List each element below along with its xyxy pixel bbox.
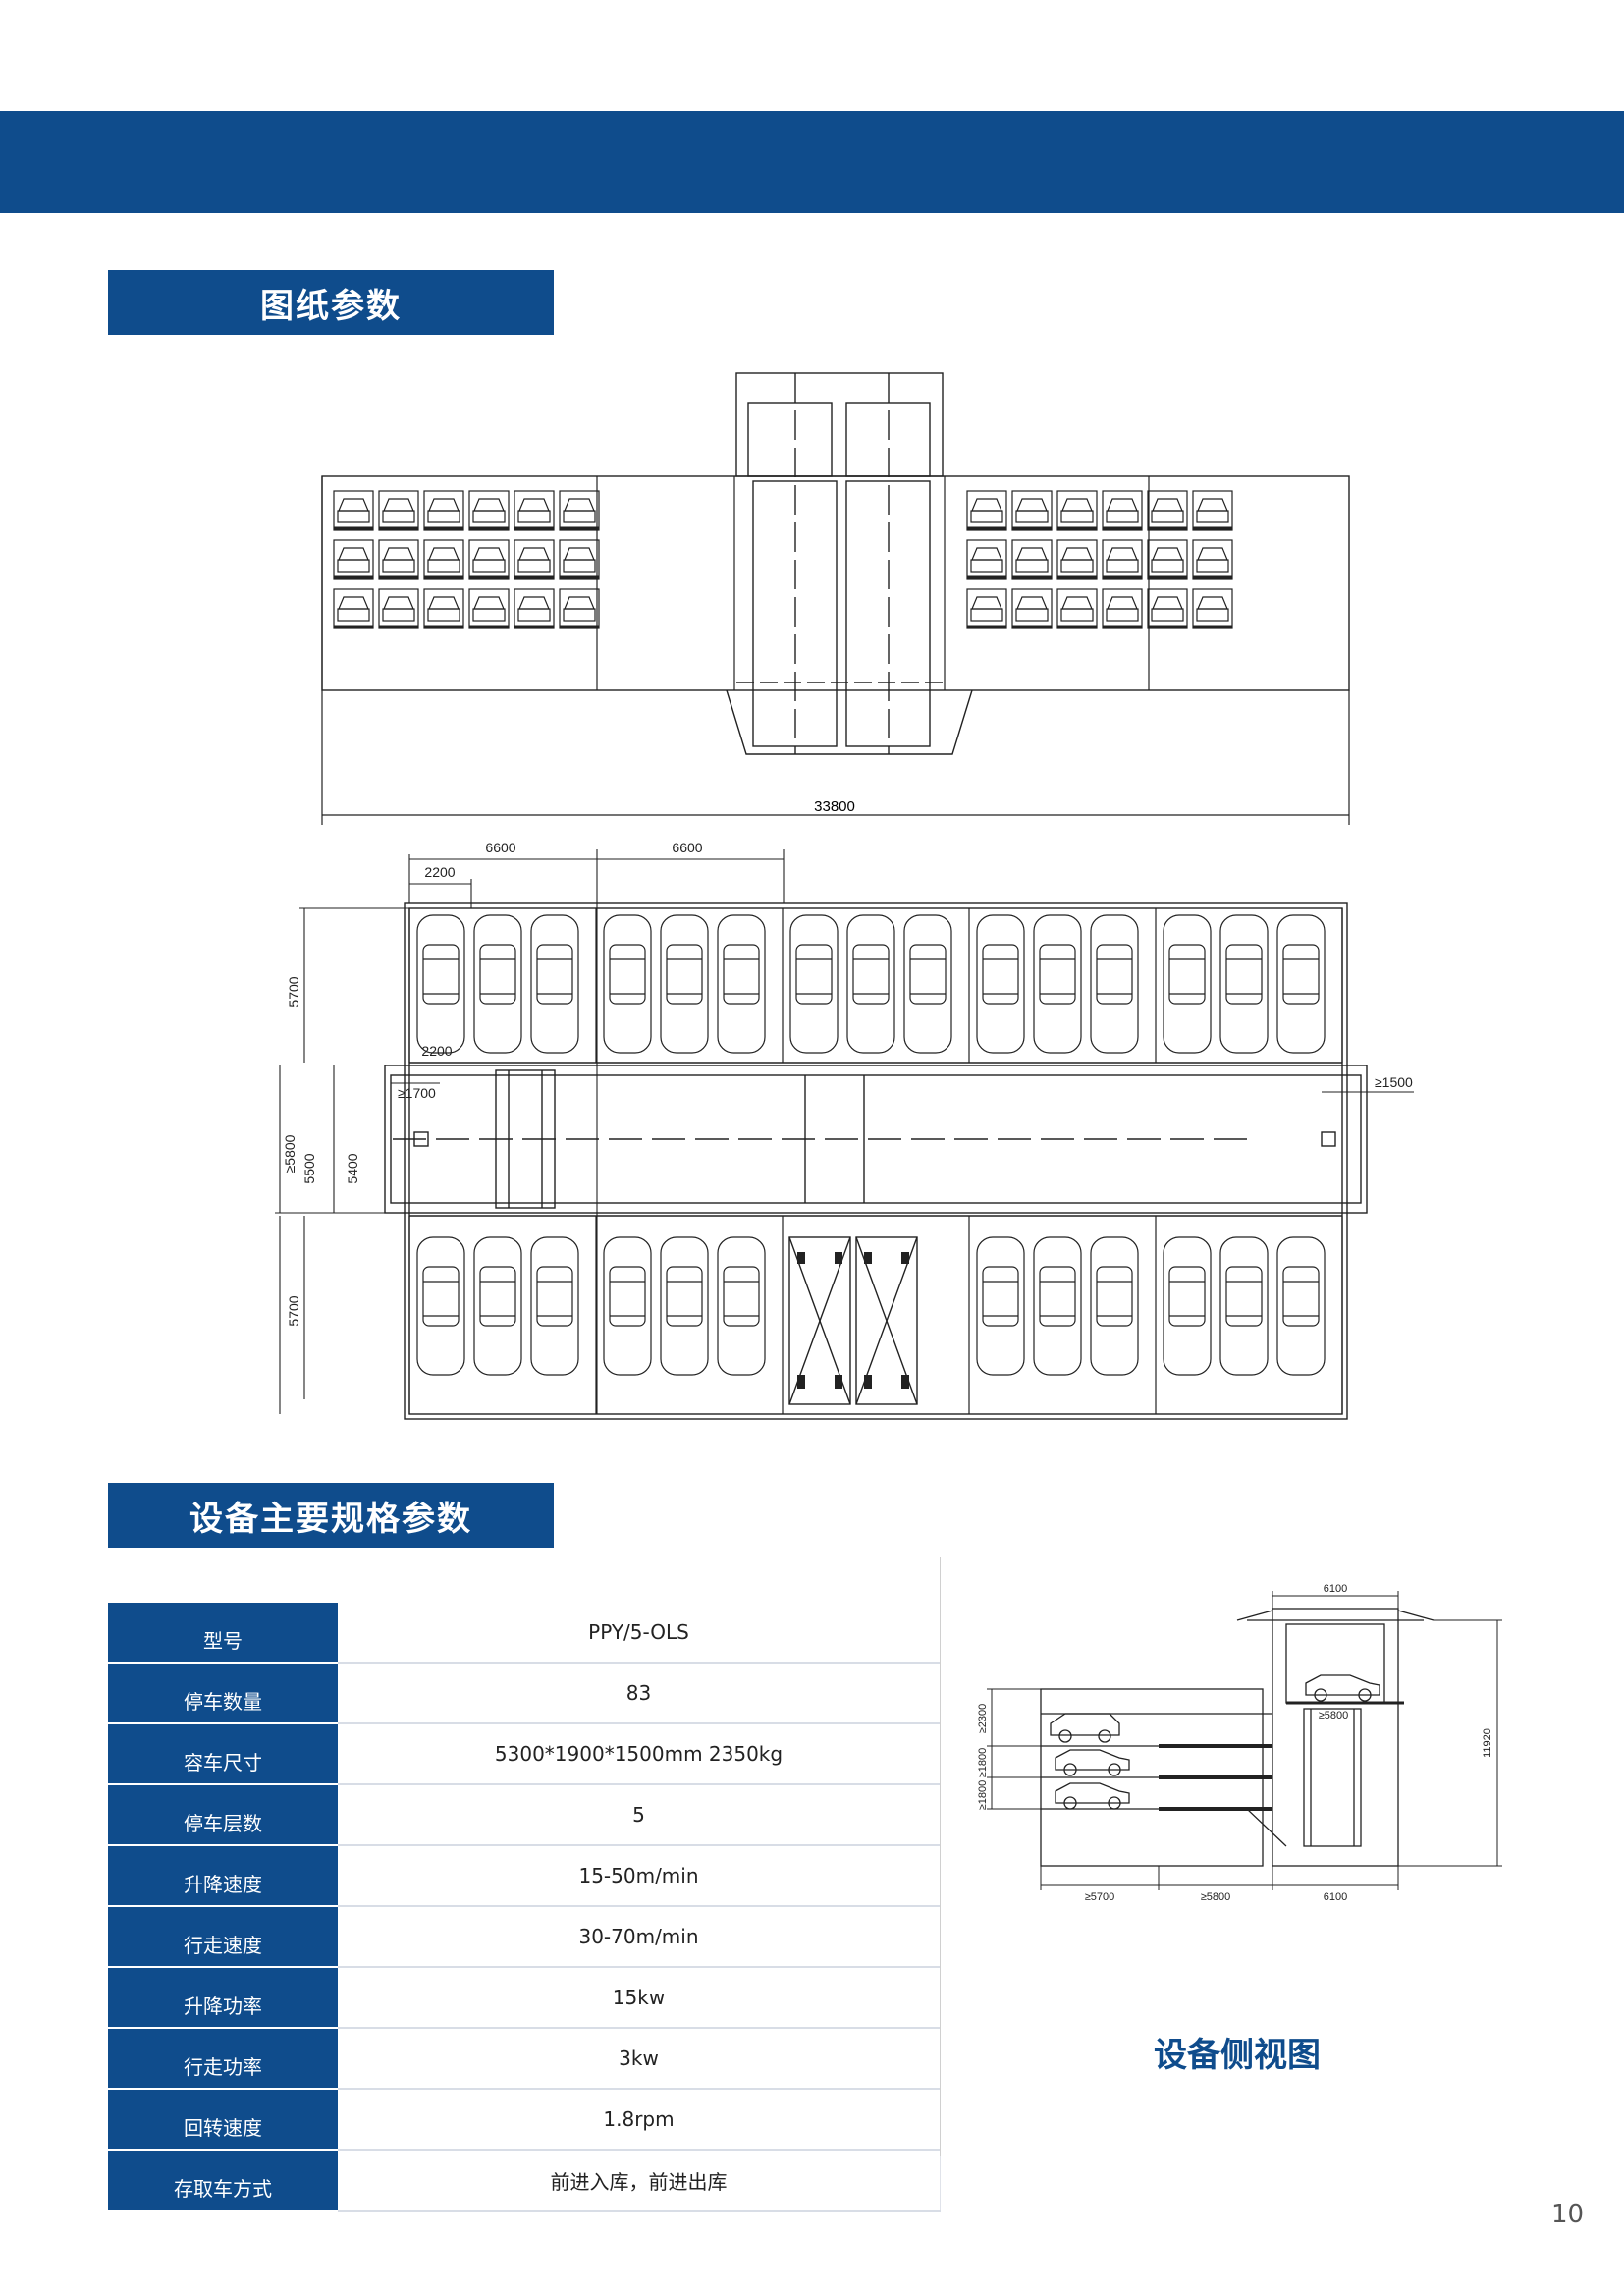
dim-aisle-margin-left: ≥1700 — [398, 1085, 436, 1101]
spec-label: 存取车方式 — [108, 2150, 338, 2212]
spec-label: 停车数量 — [108, 1663, 338, 1724]
dim-row-depth-bottom: 5700 — [286, 1295, 301, 1326]
spec-label: 停车层数 — [108, 1784, 338, 1846]
side-dim-bottom-width: 6100 — [1324, 1891, 1347, 1903]
dim-total-width: 33800 — [814, 798, 855, 815]
dim-aisle-margin-right: ≥1500 — [1375, 1074, 1413, 1090]
spec-label: 行走功率 — [108, 2028, 338, 2090]
spec-value: PPY/5-OLS — [338, 1603, 941, 1664]
dim-aisle-clear: 5400 — [345, 1153, 360, 1183]
dim-slot-width-2: 2200 — [421, 1043, 452, 1059]
side-dim-level-2: ≥1800 — [977, 1748, 989, 1778]
spec-row: 存取车方式前进入库，前进出库 — [108, 2150, 941, 2212]
spec-label: 型号 — [108, 1603, 338, 1664]
spec-value: 15kw — [338, 1967, 941, 2029]
parking-plan-drawing: 33800 — [275, 372, 1414, 1420]
side-dim-depth-left: ≥5700 — [1085, 1891, 1115, 1903]
dim-bay-width-2: 6600 — [672, 840, 702, 855]
header-band — [0, 111, 1624, 213]
dim-aisle-inner: 5500 — [301, 1153, 317, 1183]
spec-value: 1.8rpm — [338, 2089, 941, 2151]
dim-aisle-width: ≥5800 — [282, 1134, 298, 1173]
spec-value: 15-50m/min — [338, 1845, 941, 1907]
plan-car-grid — [408, 908, 1343, 1414]
dim-slot-width: 2200 — [424, 864, 455, 880]
section-title-specs: 设备主要规格参数 — [108, 1483, 554, 1548]
dim-row-depth-top: 5700 — [286, 976, 301, 1007]
side-dim-lift-depth: ≥5800 — [1319, 1710, 1349, 1721]
spec-value: 5 — [338, 1784, 941, 1846]
spec-value: 前进入库，前进出库 — [338, 2150, 941, 2212]
elevation-car-grid — [321, 476, 1233, 690]
spec-label: 回转速度 — [108, 2089, 338, 2151]
side-view-drawing: 6100 6100 ≥5700 ≥5800 ≥5800 ≥2300 ≥1800 … — [977, 1583, 1502, 1903]
divider — [940, 1557, 941, 2156]
spec-value: 30-70m/min — [338, 1906, 941, 1968]
dim-row-depth-bottom-outer: 6200 — [275, 1305, 276, 1336]
page-number: 10 — [1551, 2200, 1585, 2229]
side-dim-top-width: 6100 — [1324, 1583, 1347, 1595]
side-dim-level-1: ≥2300 — [977, 1704, 989, 1734]
elevation-outline — [321, 475, 1350, 691]
spec-value: 83 — [338, 1663, 941, 1724]
spec-label: 容车尺寸 — [108, 1723, 338, 1785]
spec-value: 5300*1900*1500mm 2350kg — [338, 1723, 941, 1785]
side-view-caption: 设备侧视图 — [1154, 2036, 1321, 2075]
section-title-drawing: 图纸参数 — [108, 270, 554, 335]
spec-label: 行走速度 — [108, 1906, 338, 1968]
spec-label: 升降功率 — [108, 1967, 338, 2029]
side-dim-depth-mid: ≥5800 — [1201, 1891, 1231, 1903]
side-dim-height-total: 11920 — [1482, 1728, 1493, 1758]
side-dim-level-3: ≥1800 — [977, 1780, 989, 1811]
spec-value: 3kw — [338, 2028, 941, 2090]
spec-label: 升降速度 — [108, 1845, 338, 1907]
plan-outline — [404, 902, 1348, 1420]
dim-bay-width-1: 6600 — [485, 840, 515, 855]
